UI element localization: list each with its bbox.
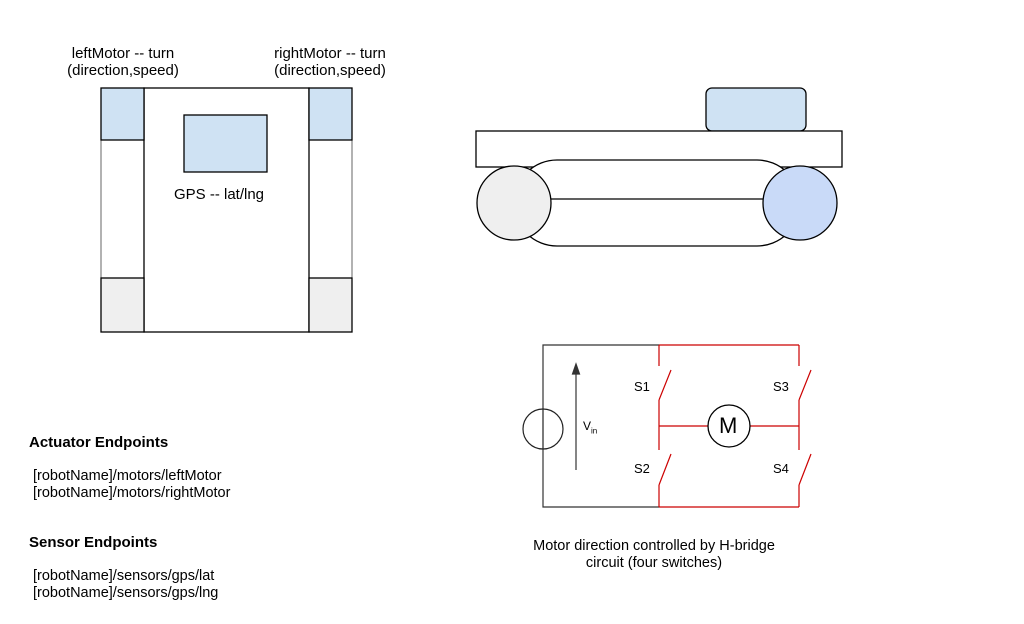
right-motor-label-line-2: (direction,speed)	[274, 62, 386, 79]
side-top-module	[705, 87, 807, 132]
sensor-endpoint-gps-lat: [robotName]/sensors/gps/lat	[33, 568, 215, 584]
switch-s3-blade	[798, 369, 812, 401]
right-motor-label-line-1: rightMotor -- turn	[274, 45, 386, 62]
switch-s4-label: S4	[773, 461, 789, 476]
switch-s3-label: S3	[773, 379, 789, 394]
left-motor-label: leftMotor -- turn (direction,speed)	[55, 45, 191, 79]
actuator-endpoint-left-motor: [robotName]/motors/leftMotor	[33, 468, 222, 484]
source-wire-bottom	[542, 449, 659, 508]
switch-s1-label: S1	[634, 379, 650, 394]
switch-s2-blade	[658, 453, 672, 486]
right-motor-label: rightMotor -- turn (direction,speed)	[262, 45, 398, 79]
switch-s4-blade	[798, 453, 812, 486]
vin-label-subscript: in	[591, 426, 598, 436]
robot-side-view	[475, 87, 843, 247]
sensor-endpoints-list: [robotName]/sensors/gps/lat [robotName]/…	[33, 568, 218, 602]
right-rear-wheel-box	[308, 277, 353, 333]
side-rear-wheel	[476, 165, 552, 241]
left-motor-box	[100, 87, 145, 141]
motor-label: M	[719, 413, 738, 438]
switch-s1-blade	[658, 369, 672, 401]
left-motor-label-line-1: leftMotor -- turn	[71, 45, 175, 62]
h-bridge-caption: Motor direction controlled by H-bridge c…	[489, 538, 819, 572]
left-rear-wheel-box	[100, 277, 145, 333]
switch-s2-label: S2	[634, 461, 650, 476]
vin-label: Vin	[583, 419, 597, 435]
actuator-endpoints-list: [robotName]/motors/leftMotor [robotName]…	[33, 468, 230, 502]
motor-symbol	[707, 404, 751, 448]
vin-label-main: V	[583, 419, 592, 433]
h-bridge-caption-line-1: Motor direction controlled by H-bridge	[533, 538, 775, 554]
side-front-wheel	[762, 165, 838, 241]
gps-module	[183, 114, 268, 173]
actuator-endpoint-right-motor: [robotName]/motors/rightMotor	[33, 485, 231, 501]
h-bridge-circuit	[522, 344, 812, 508]
right-motor-box	[308, 87, 353, 141]
side-track-belt	[513, 159, 801, 247]
vin-arrow-head	[571, 362, 581, 375]
source-wire-top	[542, 344, 659, 409]
robot-top-view	[100, 87, 353, 333]
h-bridge-caption-line-2: circuit (four switches)	[585, 555, 723, 571]
sensor-endpoints-heading: Sensor Endpoints	[29, 534, 158, 551]
gps-label: GPS -- lat/lng	[174, 186, 265, 203]
sensor-endpoint-gps-lng: [robotName]/sensors/gps/lng	[33, 585, 219, 601]
left-motor-label-line-2: (direction,speed)	[67, 62, 179, 79]
actuator-endpoints-heading: Actuator Endpoints	[29, 434, 169, 451]
